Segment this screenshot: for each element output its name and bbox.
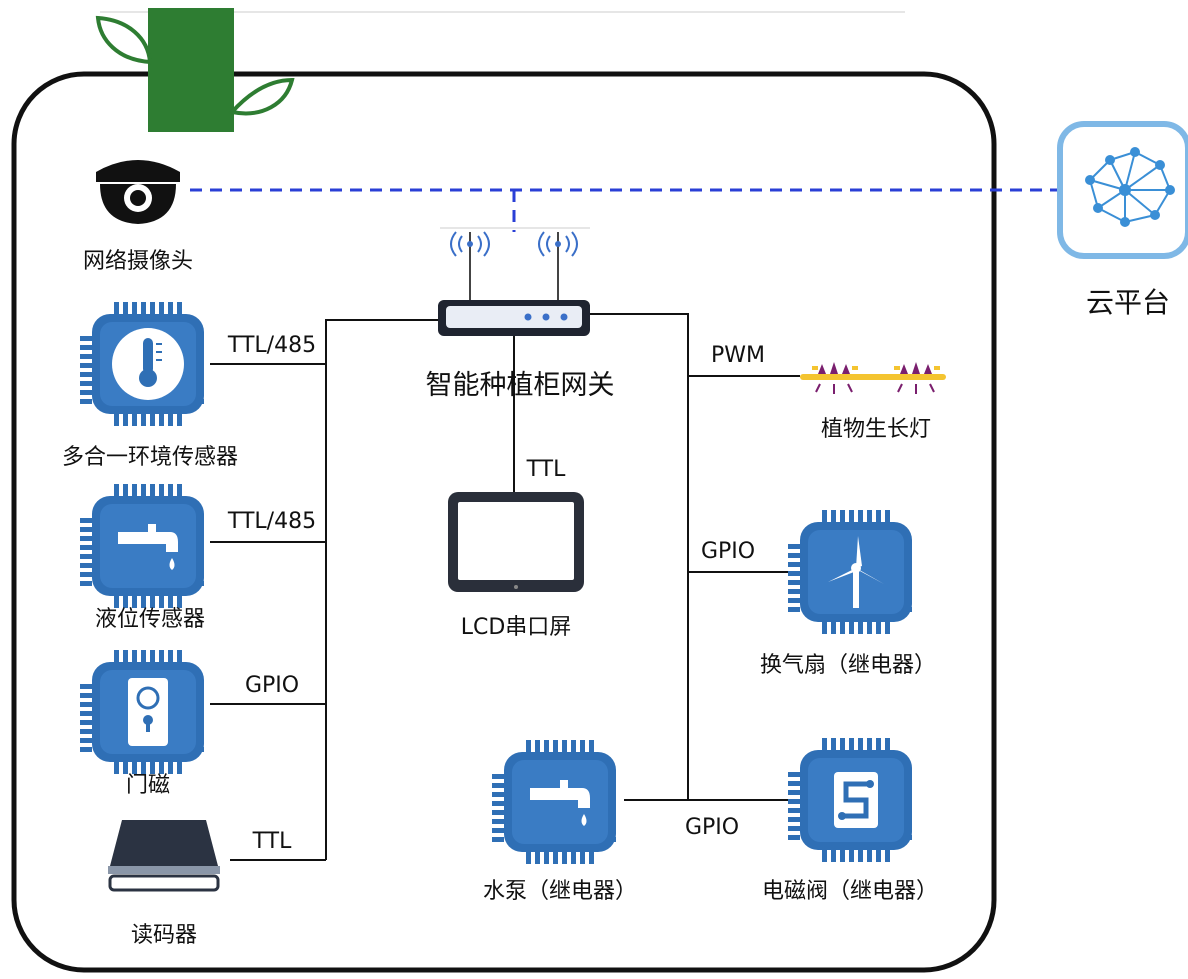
cloud-label: 云平台 [1086,286,1170,319]
link-label-lcd: TTL [526,457,566,482]
link-label-reader: TTL [252,829,292,854]
connection-lines [210,313,800,861]
link-label-env: TTL/485 [227,333,316,358]
lcd-label: LCD串口屏 [461,615,572,640]
valve-label: 电磁阀（继电器） [762,879,938,904]
fan-label: 换气扇（继电器） [760,653,936,678]
grow-light-icon [800,362,946,394]
grow-light-label: 植物生长灯 [821,417,931,442]
cabinet-outline [11,71,997,973]
scanner-icon [108,820,220,892]
gateway-label: 智能种植柜网关 [426,370,615,401]
link-label-door: GPIO [245,673,299,698]
door-chip-icon [80,650,204,774]
faucet-chip-icon [80,484,204,608]
pump-label: 水泵（继电器） [483,879,637,904]
code-reader-label: 读码器 [131,923,197,948]
valve-chip-icon [788,738,912,862]
link-label-level: TTL/485 [227,509,316,534]
cloud-brain-icon [1085,147,1175,227]
thermometer-chip-icon [80,302,204,426]
cloud-platform [1057,121,1188,259]
env-sensor-label: 多合一环境传感器 [62,445,238,470]
link-label-fan: GPIO [701,539,755,564]
link-label-pump-valve: GPIO [685,815,739,840]
fan-chip-icon [788,510,912,634]
pump-chip-icon [492,740,616,864]
network-link [190,188,1058,232]
tablet-icon [448,492,584,592]
camera-icon [96,160,180,224]
level-sensor-label: 液位传感器 [95,607,205,632]
door-sensor-label: 门磁 [126,773,170,798]
router-icon [438,227,590,336]
camera-label: 网络摄像头 [83,249,193,274]
link-label-light: PWM [711,343,765,368]
plant-icon [95,8,295,132]
